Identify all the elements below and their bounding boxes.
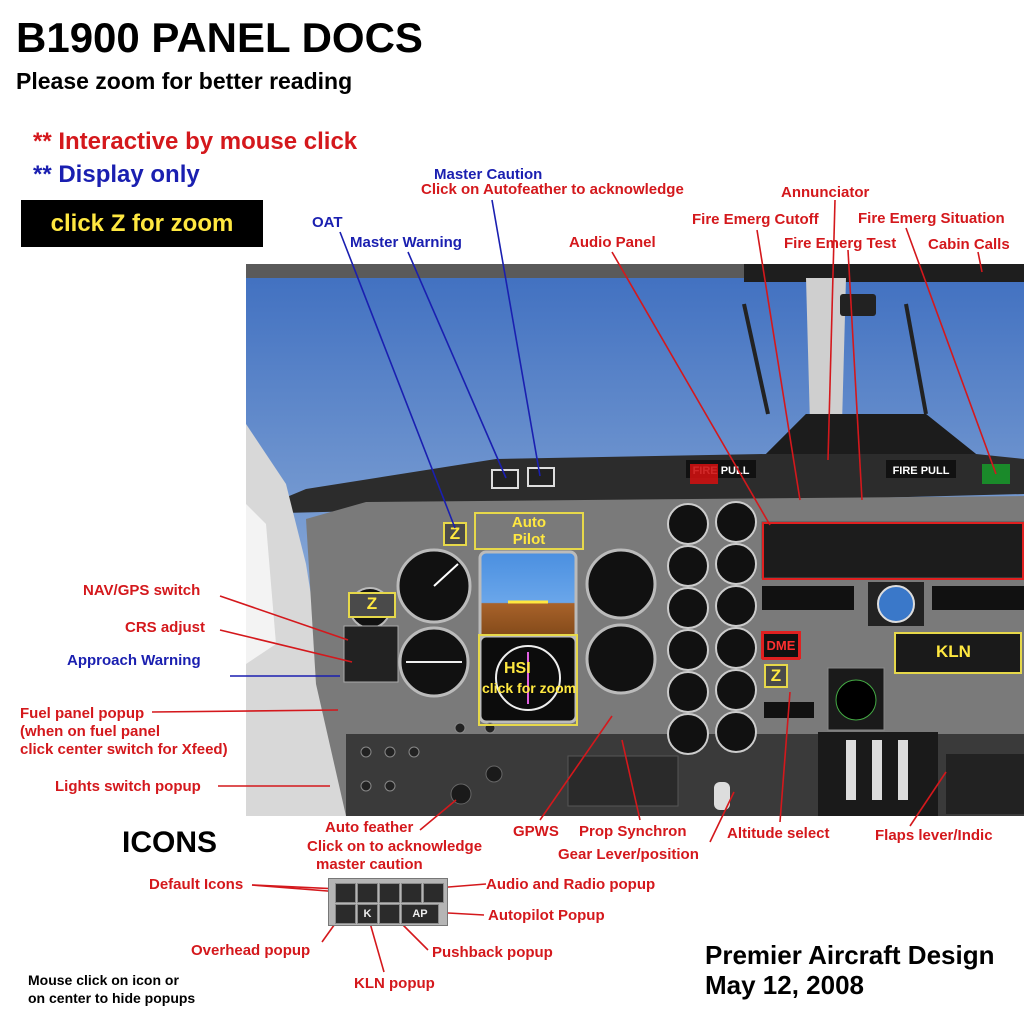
kln-label: KLN <box>936 642 971 661</box>
label-auto-feather-note1: Click on to acknowledge <box>307 838 483 855</box>
footer-company: Premier Aircraft Design <box>705 940 995 970</box>
hsi-zoom-text: click for zoom <box>482 680 577 696</box>
label-fuel-panel-note2: click center switch for Xfeed) <box>20 741 228 758</box>
label-oat: OAT <box>312 214 343 231</box>
pushback-popup-icon[interactable] <box>379 904 400 924</box>
label-annunciator: Annunciator <box>781 184 870 201</box>
label-approach-warning: Approach Warning <box>67 652 201 669</box>
label-fire-emerg-cutoff: Fire Emerg Cutoff <box>692 211 819 228</box>
label-fire-emerg-situation: Fire Emerg Situation <box>858 210 1005 227</box>
label-audio-radio-popup: Audio and Radio popup <box>486 876 656 893</box>
radio-popup-icon[interactable] <box>357 883 378 903</box>
label-default-icons: Default Icons <box>149 876 244 893</box>
autopilot-zoom-area[interactable] <box>474 512 584 550</box>
page-subtitle: Please zoom for better reading <box>16 68 353 94</box>
footer-note-line1: Mouse click on icon or <box>28 972 179 988</box>
icon-tray: K AP <box>328 878 448 926</box>
audio-popup-icon[interactable] <box>335 883 356 903</box>
label-auto-feather: Auto feather <box>325 819 414 836</box>
autopilot-popup-icon[interactable]: AP <box>401 904 439 924</box>
audio-panel-area[interactable] <box>762 522 1024 580</box>
label-crs-adjust: CRS adjust <box>125 619 206 636</box>
legend-interactive: ** Interactive by mouse click <box>33 128 358 155</box>
label-fuel-panel-note1: (when on fuel panel <box>20 723 161 740</box>
label-fuel-panel-popup: Fuel panel popup <box>20 705 145 722</box>
label-overhead-popup: Overhead popup <box>191 942 311 959</box>
gps-popup-icon[interactable] <box>401 883 422 903</box>
dme-area[interactable] <box>762 632 800 660</box>
label-auto-feather-note2: master caution <box>316 856 423 873</box>
legend-display-only: ** Display only <box>33 161 200 188</box>
label-kln-popup: KLN popup <box>354 975 435 992</box>
kln-zoom-area[interactable] <box>894 632 1022 674</box>
kln-popup-icon[interactable]: K <box>357 904 378 924</box>
map-popup-icon[interactable] <box>423 883 444 903</box>
zoom-hint-button[interactable]: click Z for zoom <box>21 200 263 247</box>
label-master-caution-note: Click on Autofeather to acknowledge <box>421 181 684 198</box>
label-autopilot-popup: Autopilot Popup <box>488 907 605 924</box>
label-gpws: GPWS <box>513 823 559 840</box>
overhead-popup-icon[interactable] <box>335 904 356 924</box>
label-lights-switch-popup: Lights switch popup <box>55 778 201 795</box>
label-gear-lever: Gear Lever/position <box>558 846 699 863</box>
footer-date: May 12, 2008 <box>705 970 865 1000</box>
fire-pull-right[interactable]: FIRE PULL <box>893 465 950 477</box>
page-title: B1900 PANEL DOCS <box>16 14 423 61</box>
nav-popup-icon[interactable] <box>379 883 400 903</box>
label-pushback-popup: Pushback popup <box>432 944 553 961</box>
label-cabin-calls: Cabin Calls <box>928 236 1010 253</box>
label-fire-emerg-test: Fire Emerg Test <box>784 235 897 252</box>
label-nav-gps-switch: NAV/GPS switch <box>83 582 201 599</box>
dme-display: DME <box>767 638 796 653</box>
autopilot-label: Auto Pilot <box>474 514 584 548</box>
autopilot-label-text: Auto Pilot <box>511 514 547 548</box>
label-flaps-lever: Flaps lever/Indic <box>875 827 993 844</box>
label-prop-synchron: Prop Synchron <box>579 823 687 840</box>
hsi-label: HSI <box>504 660 531 677</box>
icons-title: ICONS <box>122 826 218 859</box>
zoom-tag-altitude[interactable]: Z <box>764 664 788 688</box>
label-master-warning: Master Warning <box>350 234 462 251</box>
zoom-tag-left-gauge[interactable]: Z <box>348 592 396 618</box>
hsi-zoom-area[interactable] <box>478 634 578 726</box>
label-audio-panel: Audio Panel <box>569 234 656 251</box>
label-master-caution: Master Caution <box>434 166 543 183</box>
footer-note-line2: on center to hide popups <box>28 990 196 1006</box>
label-altitude-select: Altitude select <box>727 825 830 842</box>
